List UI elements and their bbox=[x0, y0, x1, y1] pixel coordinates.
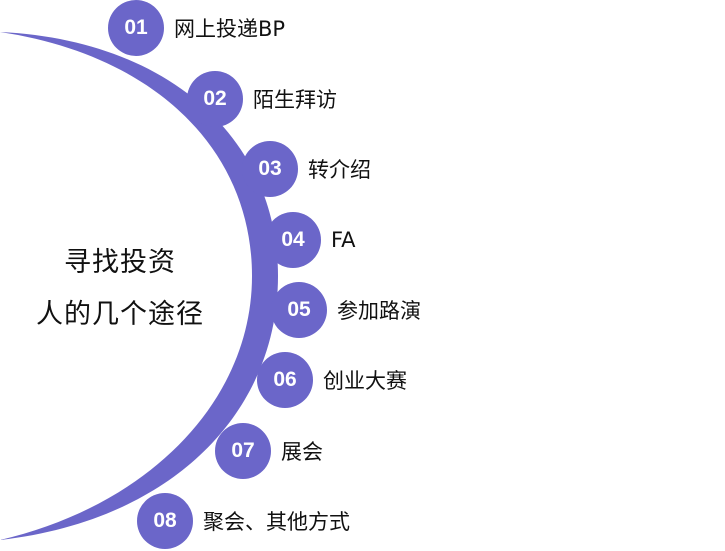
crescent-shape bbox=[0, 32, 278, 540]
step-number-badge: 03 bbox=[242, 141, 298, 197]
step-05: 05 参加路演 bbox=[271, 282, 421, 338]
step-label: 转介绍 bbox=[308, 158, 371, 182]
step-03: 03 转介绍 bbox=[242, 141, 371, 197]
step-number-badge: 01 bbox=[108, 0, 164, 56]
step-number-badge: 02 bbox=[187, 71, 243, 127]
step-label: 网上投递BP bbox=[174, 17, 286, 41]
step-number-badge: 07 bbox=[215, 423, 271, 479]
step-label: 创业大赛 bbox=[323, 369, 407, 393]
step-07: 07 展会 bbox=[215, 423, 323, 479]
step-label: 陌生拜访 bbox=[253, 88, 337, 112]
step-02: 02 陌生拜访 bbox=[187, 71, 337, 127]
step-label: 聚会、其他方式 bbox=[203, 510, 350, 534]
center-title-line-1: 寻找投资 bbox=[64, 247, 176, 278]
step-06: 06 创业大赛 bbox=[257, 352, 407, 408]
step-number-badge: 08 bbox=[137, 493, 193, 549]
step-number-badge: 05 bbox=[271, 282, 327, 338]
step-08: 08 聚会、其他方式 bbox=[137, 493, 350, 549]
step-label: FA bbox=[331, 228, 356, 252]
center-title: 寻找投资 人的几个途径 bbox=[0, 237, 240, 341]
step-label: 展会 bbox=[281, 440, 323, 464]
center-title-line-2: 人的几个途径 bbox=[36, 299, 204, 330]
step-number-badge: 06 bbox=[257, 352, 313, 408]
step-01: 01 网上投递BP bbox=[108, 0, 285, 56]
step-number-badge: 04 bbox=[265, 212, 321, 268]
step-04: 04 FA bbox=[265, 212, 356, 268]
step-label: 参加路演 bbox=[337, 299, 421, 323]
